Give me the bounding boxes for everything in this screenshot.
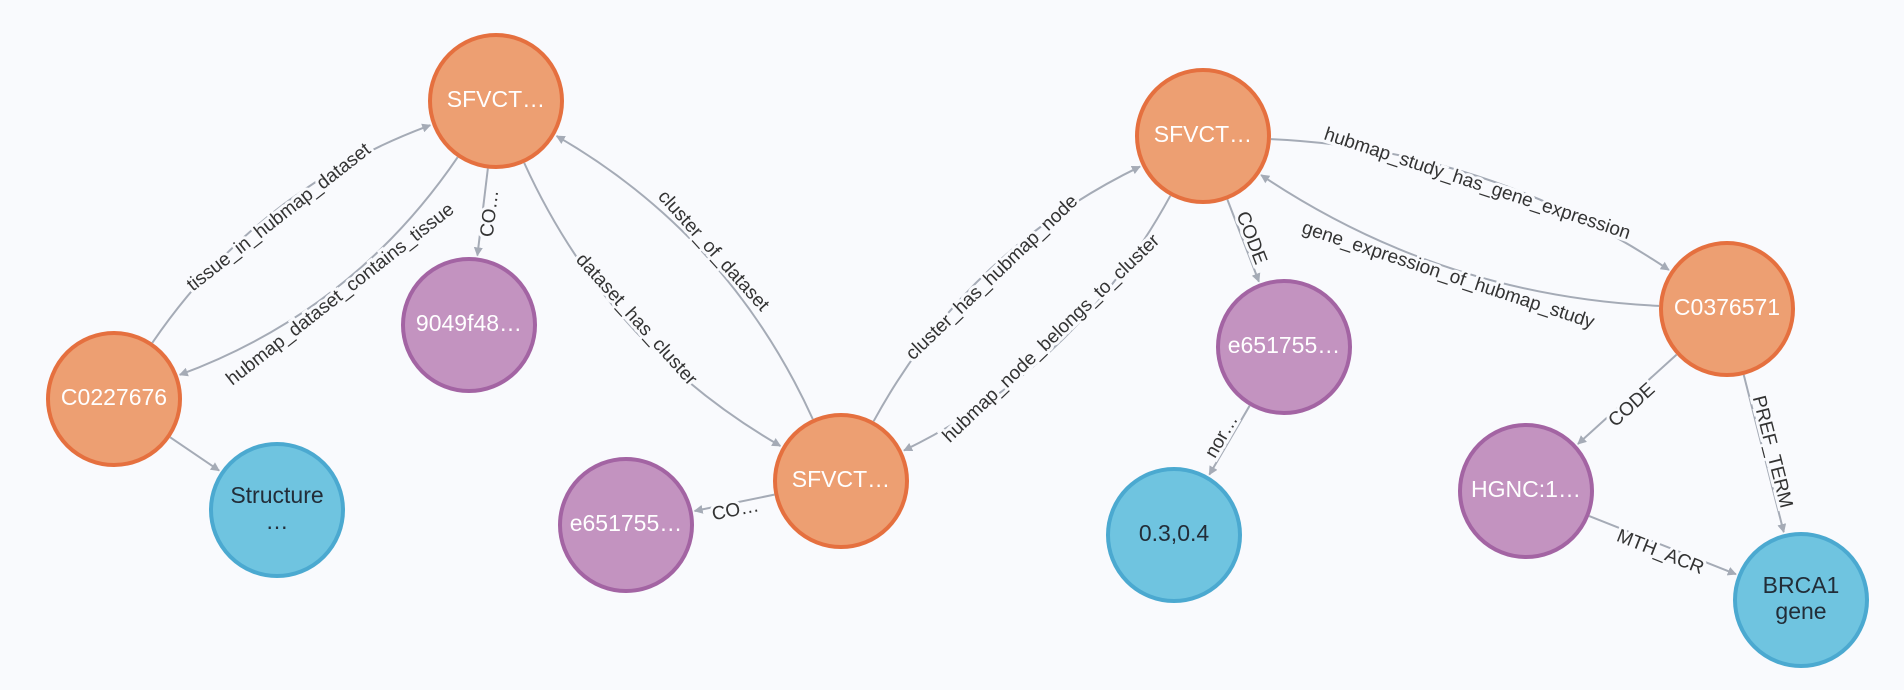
concept-node-circle[interactable] bbox=[1135, 68, 1271, 204]
relationship-line[interactable] bbox=[693, 493, 775, 514]
relationship-label: dataset_has_cluster bbox=[571, 250, 701, 391]
relationship-line[interactable] bbox=[169, 436, 220, 472]
relationship-line[interactable] bbox=[1742, 374, 1787, 534]
relationship-line[interactable] bbox=[903, 195, 1172, 452]
node-code[interactable]: HGNC:1… bbox=[1458, 423, 1594, 559]
relationship-label: CO… bbox=[710, 495, 761, 525]
code-node-circle[interactable] bbox=[1216, 279, 1352, 415]
node-code[interactable]: e651755… bbox=[558, 457, 694, 593]
node-concept[interactable]: SFVCT… bbox=[428, 33, 564, 169]
nodes-layer: SFVCT… C0227676 9049f48… Structure… SFVCT… e6… bbox=[46, 33, 1869, 668]
concept-node-circle[interactable] bbox=[1659, 241, 1795, 377]
node-code[interactable]: 9049f48… bbox=[401, 257, 537, 393]
code-node-circle[interactable] bbox=[558, 457, 694, 593]
relationship-line[interactable] bbox=[1226, 199, 1261, 283]
relationship-line[interactable] bbox=[1260, 174, 1660, 307]
code-node-circle[interactable] bbox=[1458, 423, 1594, 559]
concept-node-circle[interactable] bbox=[773, 413, 909, 549]
relationship-label: CODE bbox=[1605, 379, 1660, 431]
relationship-label: hubmap_node_belongs_to_cluster bbox=[939, 230, 1165, 447]
node-code[interactable]: e651755… bbox=[1216, 279, 1352, 415]
node-concept[interactable]: C0376571 bbox=[1659, 241, 1795, 377]
relationship-line[interactable] bbox=[523, 162, 782, 447]
code-node-circle[interactable] bbox=[401, 257, 537, 393]
relationship-label: CO… bbox=[477, 189, 504, 239]
concept-node-circle[interactable] bbox=[428, 33, 564, 169]
relationship-line[interactable] bbox=[1577, 353, 1678, 445]
node-term[interactable]: 0.3,0.4 bbox=[1106, 467, 1242, 603]
relationship-label: CODE bbox=[1232, 209, 1271, 268]
relationship-line[interactable] bbox=[178, 156, 459, 377]
node-term[interactable]: Structure… bbox=[209, 442, 345, 578]
term-node-circle[interactable] bbox=[1106, 467, 1242, 603]
node-concept[interactable]: SFVCT… bbox=[773, 413, 909, 549]
relationship-label: tissue_in_hubmap_dataset bbox=[183, 139, 375, 296]
relationship-line[interactable] bbox=[555, 135, 814, 420]
node-concept[interactable]: SFVCT… bbox=[1135, 68, 1271, 204]
relationship-line[interactable] bbox=[1208, 405, 1251, 476]
relationship-line[interactable] bbox=[151, 123, 432, 344]
concept-node-circle[interactable] bbox=[46, 331, 182, 467]
relationship-e7[interactable]: CO…CO… bbox=[693, 492, 775, 528]
relationship-label: MTH_ACR bbox=[1614, 526, 1707, 579]
relationship-line[interactable] bbox=[872, 165, 1141, 422]
relationship-label: PREF_TERM bbox=[1748, 394, 1797, 511]
relationship-line[interactable] bbox=[473, 168, 489, 257]
relationship-label: cluster_of_dataset bbox=[653, 186, 773, 316]
node-concept[interactable]: C0227676 bbox=[46, 331, 182, 467]
relationship-line[interactable] bbox=[1270, 138, 1670, 271]
relationship-e11[interactable]: nor…nor… bbox=[1198, 405, 1251, 476]
relationship-label: nor… bbox=[1201, 411, 1243, 462]
term-node-circle[interactable] bbox=[1733, 532, 1869, 668]
relationship-label: hubmap_study_has_gene_expression bbox=[1321, 124, 1633, 244]
relationship-line[interactable] bbox=[1588, 515, 1737, 576]
relationship-e4[interactable] bbox=[169, 436, 220, 472]
term-node-circle[interactable] bbox=[209, 442, 345, 578]
relationship-e3[interactable]: CO…CO… bbox=[473, 168, 506, 257]
relationship-e12[interactable]: hubmap_study_has_gene_expressionhubmap_s… bbox=[1270, 121, 1670, 271]
relationship-e2[interactable]: tissue_in_hubmap_datasettissue_in_hubmap… bbox=[151, 123, 432, 344]
